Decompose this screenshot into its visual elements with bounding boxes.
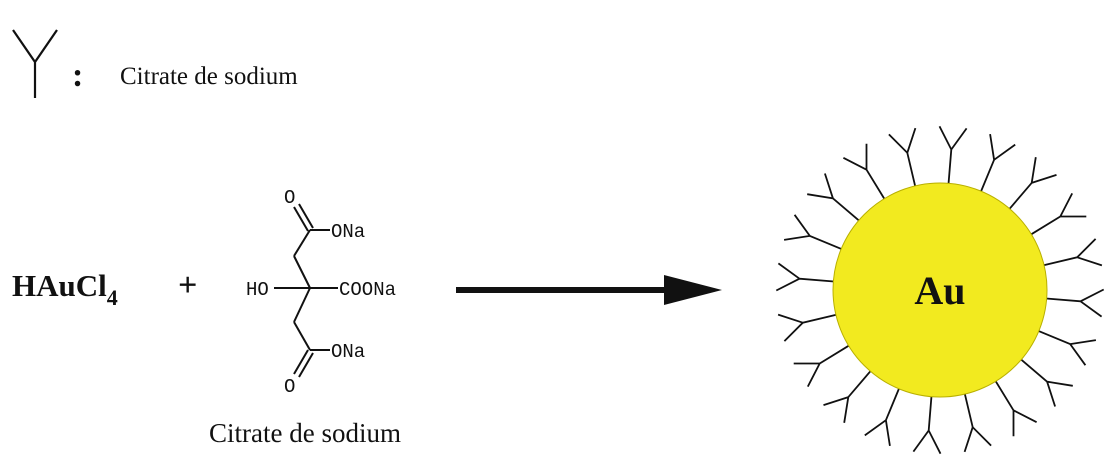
gold-core bbox=[832, 182, 1048, 398]
gold-core-label: Au bbox=[914, 268, 965, 313]
citrate-ligands bbox=[775, 125, 1105, 455]
citrate-ligand-icon bbox=[963, 391, 992, 453]
citrate-ligand-icon bbox=[793, 343, 851, 388]
citrate-ligand-icon bbox=[1044, 288, 1105, 318]
bond-ch2-center-top bbox=[293, 255, 311, 289]
citrate-caption: Citrate de sodium bbox=[209, 418, 401, 448]
citrate-ligand-icon bbox=[979, 133, 1016, 194]
bond-ch2-bottom bbox=[293, 321, 311, 351]
reactant-formula-main: HAuCl bbox=[12, 268, 107, 303]
bond-ch2-center-bottom bbox=[293, 287, 311, 323]
reaction-arrow bbox=[456, 275, 722, 305]
bond-carbonyl-top-1 bbox=[293, 206, 309, 232]
citrate-ligand-symbol-icon bbox=[12, 29, 58, 98]
citrate-ligand-icon bbox=[1007, 157, 1057, 211]
citrate-ligand-icon bbox=[912, 394, 942, 455]
bond-carbonyl-bottom-1 bbox=[293, 349, 309, 375]
atom-oxygen-bottom: O bbox=[284, 376, 295, 398]
citrate-ligand-icon bbox=[1029, 192, 1087, 237]
bond-carbonyl-top-2 bbox=[298, 203, 314, 229]
citrate-ligand-icon bbox=[777, 313, 839, 342]
group-top-ona: ONa bbox=[331, 221, 365, 243]
reactants: HAuCl4 + O ONa HO COONa ONa O bbox=[12, 187, 401, 448]
reactant-formula-subscript: 4 bbox=[107, 285, 118, 310]
citrate-ligand-icon bbox=[823, 369, 873, 423]
citrate-ligand-icon bbox=[1036, 329, 1097, 366]
sodium-citrate-structure bbox=[274, 203, 338, 378]
legend: : Citrate de sodium bbox=[12, 29, 298, 98]
bond-ch2-top bbox=[293, 229, 311, 257]
bond-carbonyl-bottom-2 bbox=[298, 352, 314, 378]
citrate-ligand-icon bbox=[1041, 238, 1103, 267]
group-hydroxyl: HO bbox=[246, 279, 269, 301]
citrate-ligand-icon bbox=[775, 262, 836, 292]
citrate-ligand-icon bbox=[864, 386, 901, 447]
group-middle-coona: COONa bbox=[339, 279, 396, 301]
reactant-formula: HAuCl4 bbox=[12, 268, 118, 310]
group-bottom-ona: ONa bbox=[331, 341, 365, 363]
citrate-ligand-icon bbox=[842, 143, 887, 201]
sodium-citrate-atoms: O ONa HO COONa ONa O bbox=[246, 187, 396, 398]
atom-oxygen-top: O bbox=[284, 187, 295, 209]
citrate-ligand-icon bbox=[993, 379, 1038, 437]
citrate-ligand-icon bbox=[1019, 357, 1073, 407]
legend-separator: : bbox=[72, 57, 83, 94]
reaction-arrow-head bbox=[664, 275, 722, 305]
citrate-ligand-icon bbox=[938, 125, 968, 186]
gold-nanoparticle: Au bbox=[775, 125, 1105, 455]
legend-label: Citrate de sodium bbox=[120, 63, 298, 90]
plus-sign: + bbox=[178, 267, 197, 304]
citrate-ligand-icon bbox=[807, 173, 861, 223]
citrate-ligand-icon bbox=[888, 127, 917, 189]
citrate-ligand-icon bbox=[783, 214, 844, 251]
